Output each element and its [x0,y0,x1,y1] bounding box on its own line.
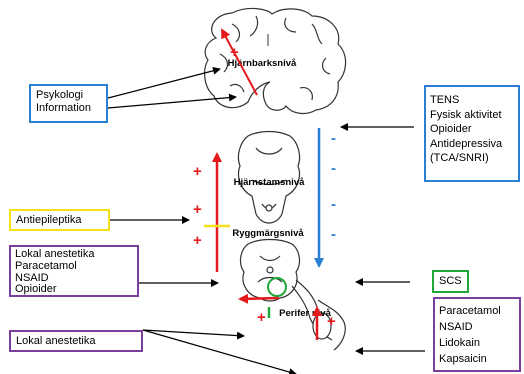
capsaicin-line: Kapsaicin [439,351,515,367]
tens-line: TENS [430,93,514,108]
scs-line: SCS [439,275,462,288]
local-anesthetics-box: Lokal anestetika [9,330,143,352]
local-anesthetic-to-nerve-arrow-2 [143,330,296,374]
nsaid-line: NSAID [439,319,515,335]
minus-sign-1: - [331,130,336,147]
plus-sign-spinal: + [193,232,202,249]
psychology-line: Psykologi [36,89,101,102]
information-line: Information [36,102,101,115]
psychology-box: Psykologi Information [29,84,108,123]
minus-sign-2: - [331,160,336,177]
level-label-spinal: Ryggmärgsnivå [232,228,304,239]
opioids-line: Opioider [430,122,514,137]
level-label-peripheral: Perifer nivå [279,308,331,319]
local-anesthetic-to-nerve-arrow [143,330,244,336]
spinal-horizontal-arrow [240,298,279,299]
antiepileptic-box: Antiepileptika [9,209,110,231]
plus-sign-brainstem: + [193,163,202,180]
central-treatments-box: TENS Fysisk aktivitet Opioider Antidepre… [424,85,520,182]
minus-sign-3: - [331,196,336,213]
plus-sign-antiepileptic: + [193,201,202,218]
psych-to-cortex-arrow-2 [108,97,236,108]
tca-snri-line: (TCA/SNRI) [430,151,514,166]
plus-sign-cortex: + [230,44,239,61]
psych-to-cortex-arrow [108,69,220,98]
antidepressants-line: Antidepressiva [430,137,514,152]
plus-sign-peripheral: + [327,313,336,330]
paracetamol-line: Paracetamol [15,261,133,273]
scs-box: SCS [432,270,469,293]
paracetamol-line: Paracetamol [439,303,515,319]
minus-sign-4: - [331,226,336,243]
spinal-drugs-box: Lokal anestetika Paracetamol NSAID Opioi… [9,245,139,297]
physical-activity-line: Fysisk aktivitet [430,108,514,123]
peripheral-drugs-box: Paracetamol NSAID Lidokain Kapsaicin [433,297,521,372]
lidocaine-line: Lidokain [439,335,515,351]
antiepileptic-line: Antiepileptika [16,214,103,227]
opioids-line: Opioider [15,284,133,296]
local-anesthetics-line: Lokal anestetika [16,335,136,348]
plus-sign-spinal-horizontal: + [257,309,266,326]
level-label-brainstem: Hjärnstamsnivå [234,177,305,188]
